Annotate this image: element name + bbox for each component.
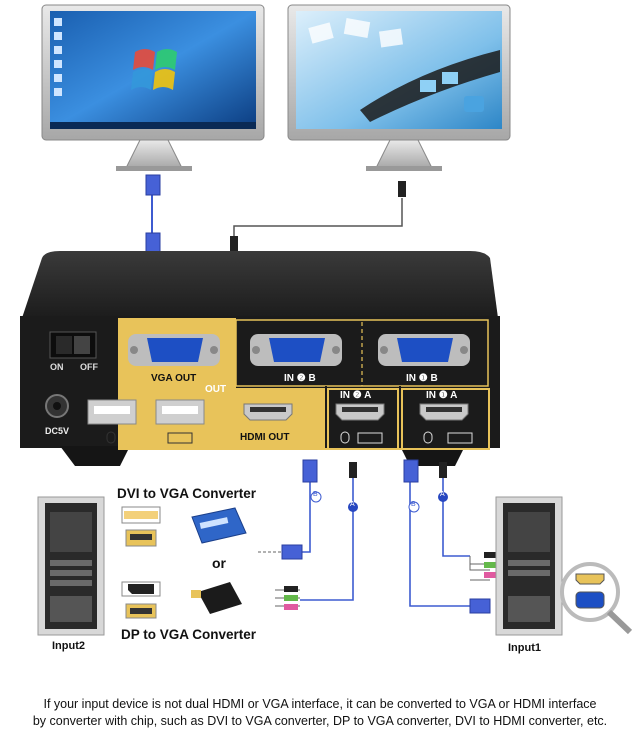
in1a-label: IN ❶ A bbox=[426, 390, 458, 401]
audio-usb-plugs bbox=[284, 552, 498, 610]
dc-label: DC5V bbox=[45, 426, 70, 436]
cable-tag-a: A bbox=[350, 501, 355, 508]
vga-port-icon bbox=[128, 334, 470, 366]
hdmi-out-label: HDMI OUT bbox=[240, 432, 290, 443]
in2b-label: IN ❷ B bbox=[284, 373, 316, 384]
input2-label: Input2 bbox=[52, 640, 85, 652]
usb-port-icon bbox=[87, 399, 205, 425]
right-monitor-icon bbox=[287, 4, 511, 171]
hdmi-plug-icon bbox=[230, 181, 406, 252]
cable-tag-icon bbox=[310, 491, 448, 513]
cable-tag-b: B bbox=[313, 491, 318, 498]
input1-label: Input1 bbox=[508, 642, 541, 654]
vga-converter-box-icon bbox=[191, 507, 247, 544]
in1b-label: IN ❶ B bbox=[406, 373, 438, 384]
vga-out-label: VGA OUT bbox=[151, 373, 197, 384]
dvi-converter-title: DVI to VGA Converter bbox=[117, 486, 257, 501]
cable-tag-b: B bbox=[411, 501, 416, 508]
caption-line-1: If your input device is not dual HDMI or… bbox=[43, 697, 597, 711]
power-off-label: OFF bbox=[80, 362, 98, 372]
left-monitor-icon bbox=[41, 4, 265, 171]
vga-plug-icon bbox=[281, 459, 491, 614]
in2a-label: IN ❷ A bbox=[340, 390, 372, 401]
cable-tag-a: A bbox=[440, 491, 445, 498]
or-label: or bbox=[212, 555, 226, 571]
caption-line-2: by converter with chip, such as DVI to V… bbox=[32, 714, 608, 728]
out-badge: OUT bbox=[205, 384, 227, 395]
hdmi-plug-icon bbox=[349, 462, 447, 478]
dp-adapter-icon bbox=[121, 581, 161, 619]
mouse-icon bbox=[106, 431, 433, 444]
hdmi-port-icon bbox=[243, 403, 469, 421]
keyboard-icon bbox=[167, 432, 473, 444]
dvi-hdmi-adapter-icon bbox=[121, 506, 161, 547]
pc-tower-icon bbox=[37, 496, 105, 636]
pc-tower-icon bbox=[495, 496, 563, 636]
dp-converter-title: DP to VGA Converter bbox=[121, 627, 257, 642]
power-on-label: ON bbox=[50, 362, 64, 372]
dp-vga-dongle-icon bbox=[191, 582, 242, 614]
input-cables bbox=[258, 470, 490, 607]
magnifier-icon bbox=[560, 562, 633, 635]
